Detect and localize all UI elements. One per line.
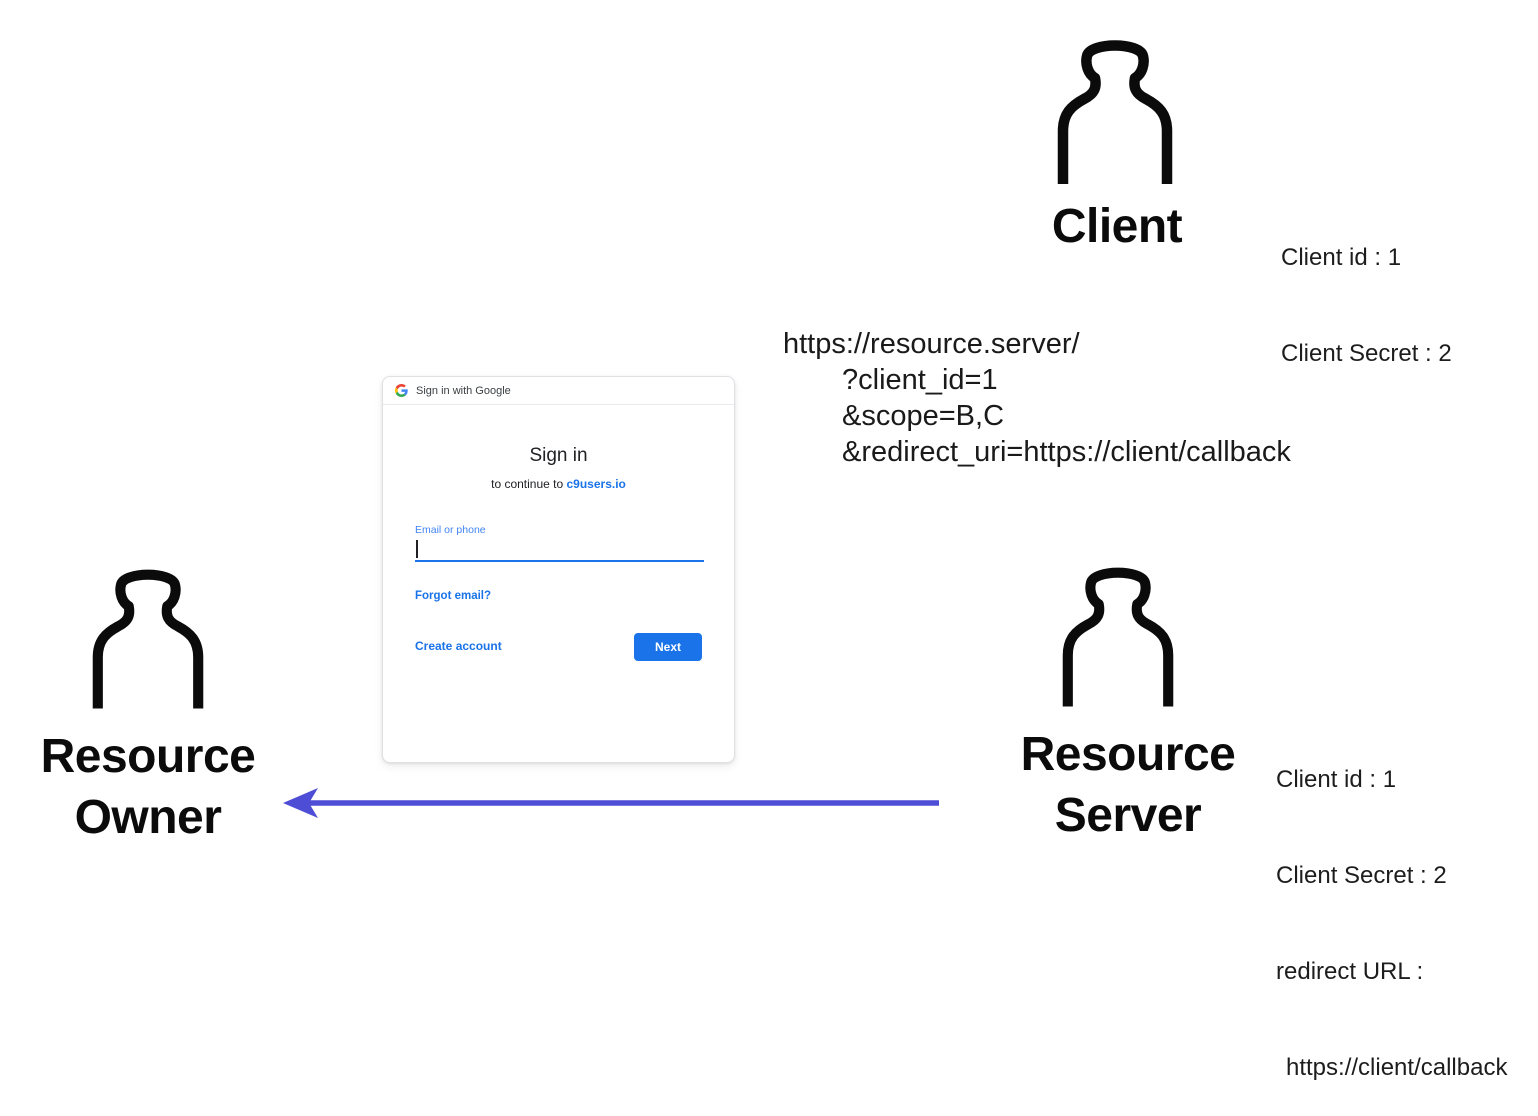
- text-cursor: [416, 540, 418, 558]
- next-button[interactable]: Next: [634, 633, 702, 661]
- resource-server-person-icon: [1062, 567, 1174, 707]
- signin-window-titlebar: Sign in with Google: [383, 377, 734, 405]
- forgot-email-link[interactable]: Forgot email?: [415, 590, 492, 602]
- email-input[interactable]: [415, 535, 704, 562]
- client-label: Client: [1051, 200, 1183, 253]
- signin-subtitle: to continue to c9users.io: [383, 477, 734, 491]
- google-signin-dialog: Sign in with Google Sign in to continue …: [382, 376, 735, 763]
- redirect-arrow-icon: [283, 788, 939, 818]
- continue-domain-link[interactable]: c9users.io: [566, 477, 626, 491]
- email-field-label: Email or phone: [415, 524, 486, 536]
- resource-server-info: Client id : 1 Client Secret : 2 redirect…: [1276, 766, 1508, 1081]
- resource-owner-person-icon: [92, 569, 204, 709]
- resource-owner-label: Resource Owner: [40, 730, 256, 844]
- signin-title: Sign in: [529, 445, 588, 466]
- client-info: Client id : 1 Client Secret : 2: [1281, 244, 1452, 367]
- create-account-link[interactable]: Create account: [415, 639, 502, 653]
- signin-subtitle-text: to continue to: [491, 477, 567, 491]
- resource-server-label: Resource Server: [1020, 728, 1236, 842]
- client-person-icon: [1057, 40, 1173, 184]
- google-g-icon: [395, 384, 408, 397]
- signin-window-title: Sign in with Google: [416, 384, 511, 397]
- authorization-request-url: https://resource.server/ ?client_id=1 &s…: [783, 328, 1291, 468]
